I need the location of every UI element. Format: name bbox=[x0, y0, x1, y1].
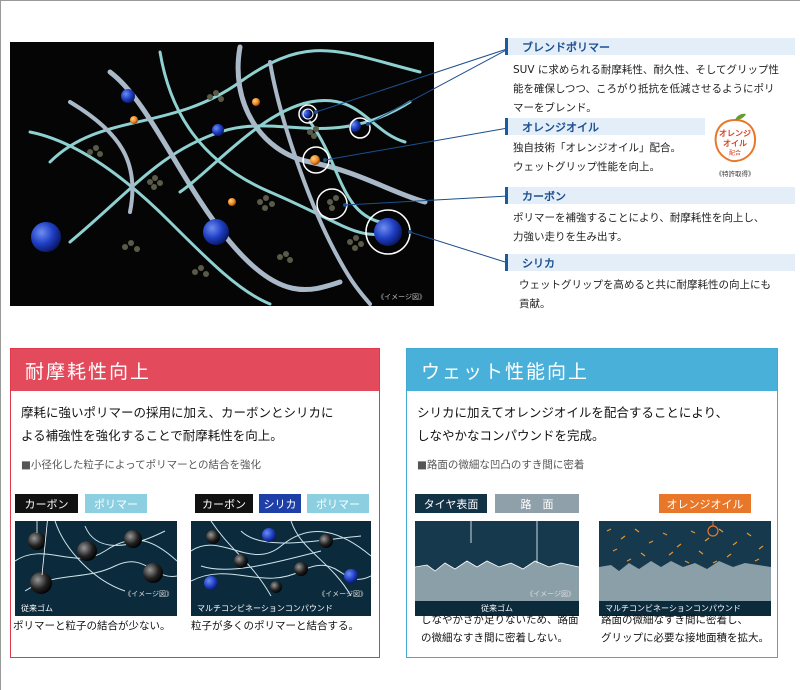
caption-conventional: 従来ゴム bbox=[415, 601, 579, 616]
panel-title: 耐摩耗性向上 bbox=[11, 349, 379, 391]
diagram-svg bbox=[191, 521, 371, 597]
feature-line: 貢献。 bbox=[519, 298, 551, 310]
lead-line: しなやかなコンパウンドを完成。 bbox=[417, 428, 605, 443]
feature-line: ウェットグリップ性能を向上。 bbox=[513, 161, 660, 173]
feature-line: マーをブレンド。 bbox=[513, 102, 597, 114]
diagram-wet-multi-compound bbox=[599, 521, 771, 601]
caption-multi-compound: マルチコンビネーションコンパウンド bbox=[599, 601, 771, 616]
feature-line: ポリマーを補強することにより、耐摩耗性を向上し、 bbox=[513, 212, 765, 224]
feature-title: ブレンドポリマー bbox=[522, 40, 610, 54]
diagram-svg bbox=[599, 521, 771, 601]
diagram-wet-conventional: 《イメージ図》 bbox=[415, 521, 579, 601]
patent-label: 《特許取得》 bbox=[715, 170, 755, 178]
diagram-svg bbox=[415, 521, 579, 601]
caption-multi-compound: マルチコンビネーションコンパウンド bbox=[191, 601, 371, 616]
feature-blend-polymer: ブレンドポリマー SUV に求められる耐摩耗性、耐久性、そしてグリップ性 能を確… bbox=[505, 38, 795, 118]
feature-heading: ブレンドポリマー bbox=[505, 38, 795, 55]
wear-resistance-panel: 耐摩耗性向上 摩耗に強いポリマーの採用に加え、カーボンとシリカに よる補強性を強… bbox=[10, 348, 380, 658]
feature-carbon: カーボン ポリマーを補強することにより、耐摩耗性を向上し、 力強い走りを生み出す… bbox=[505, 187, 795, 247]
feature-orange-oil: オレンジオイル 独自技術「オレンジオイル」配合。 ウェットグリップ性能を向上。 bbox=[505, 118, 705, 177]
image-note: 《イメージ図》 bbox=[526, 590, 575, 598]
tag-polymer: ポリマー bbox=[85, 494, 147, 513]
feature-silica: シリカ ウェットグリップを高めると共に耐摩耗性の向上にも 貢献。 bbox=[505, 254, 795, 314]
feature-body: 独自技術「オレンジオイル」配合。 ウェットグリップ性能を向上。 bbox=[505, 139, 705, 177]
text-conventional: ポリマーと粒子の結合が少ない。 bbox=[13, 620, 171, 632]
tag-silica: シリカ bbox=[259, 494, 301, 513]
feature-body: ポリマーを補強することにより、耐摩耗性を向上し、 力強い走りを生み出す。 bbox=[505, 209, 795, 247]
panel-lead: 摩耗に強いポリマーの採用に加え、カーボンとシリカに よる補強性を強化することで耐… bbox=[11, 391, 379, 447]
tag-carbon: カーボン bbox=[15, 494, 78, 513]
orange-icon: オレンジ オイル 配合 bbox=[714, 113, 757, 163]
text-line: しなやかさが足りないため、路面 bbox=[421, 614, 579, 626]
image-note: 《イメージ図》 bbox=[124, 590, 173, 598]
feature-title: シリカ bbox=[522, 256, 555, 270]
tag-road-surface: 路 面 bbox=[495, 494, 579, 513]
feature-title: オレンジオイル bbox=[522, 120, 599, 134]
lead-line: シリカに加えてオレンジオイルを配合することにより、 bbox=[417, 405, 729, 420]
text-wet-conventional: しなやかさが足りないため、路面 の微細なすき間に密着しない。 bbox=[421, 611, 579, 647]
diagram-conventional: 《イメージ図》 bbox=[15, 521, 177, 601]
feature-line: ウェットグリップを高めると共に耐摩耗性の向上にも bbox=[519, 279, 771, 291]
feature-title: カーボン bbox=[522, 189, 566, 203]
feature-heading: オレンジオイル bbox=[505, 118, 705, 135]
feature-body: SUV に求められる耐摩耗性、耐久性、そしてグリップ性 能を確保しつつ、ころがり… bbox=[505, 61, 795, 118]
tag-tire-surface: タイヤ表面 bbox=[415, 494, 487, 513]
text-wet-multi-compound: 路面の微細なすき間に密着し、 グリップに必要な接地面積を拡大。 bbox=[601, 611, 769, 647]
feature-heading: カーボン bbox=[505, 187, 795, 204]
tag-carbon: カーボン bbox=[195, 494, 253, 513]
text-line: 路面の微細なすき間に密着し、 bbox=[601, 614, 748, 626]
tag-orange-oil: オレンジオイル bbox=[659, 494, 751, 513]
text-multi-compound: 粒子が多くのポリマーと結合する。 bbox=[191, 620, 359, 632]
orange-oil-badge: オレンジ オイル 配合 《特許取得》 bbox=[710, 112, 760, 178]
panel-lead: シリカに加えてオレンジオイルを配合することにより、 しなやかなコンパウンドを完成… bbox=[407, 391, 777, 447]
feature-line: SUV に求められる耐摩耗性、耐久性、そしてグリップ性 bbox=[513, 64, 780, 76]
badge-line: オレンジ bbox=[719, 129, 751, 138]
feature-line: 独自技術「オレンジオイル」配合。 bbox=[513, 142, 681, 154]
feature-body: ウェットグリップを高めると共に耐摩耗性の向上にも 貢献。 bbox=[505, 276, 795, 314]
lead-line: よる補強性を強化することで耐摩耗性を向上。 bbox=[21, 428, 283, 443]
panel-title: ウェット性能向上 bbox=[407, 349, 777, 391]
caption-conventional: 従来ゴム bbox=[15, 601, 177, 616]
panel-subheading: ■小径化した粒子によってポリマーとの結合を強化 bbox=[21, 459, 261, 471]
feature-heading: シリカ bbox=[505, 254, 795, 271]
panel-subheading: ■路面の微細な凹凸のすき間に密着 bbox=[417, 459, 585, 471]
image-note: 《イメージ図》 bbox=[318, 590, 367, 598]
text-line: グリップに必要な接地面積を拡大。 bbox=[601, 632, 769, 644]
text-line: の微細なすき間に密着しない。 bbox=[421, 632, 568, 644]
diagram-multi-compound: 《イメージ図》 bbox=[191, 521, 371, 601]
feature-line: 力強い走りを生み出す。 bbox=[513, 231, 628, 243]
compound-illustration-svg bbox=[28, 44, 428, 306]
badge-line: オイル bbox=[723, 139, 747, 148]
badge-line: 配合 bbox=[729, 149, 741, 157]
tag-polymer: ポリマー bbox=[307, 494, 369, 513]
feature-line: 能を確保しつつ、ころがり抵抗を低減させるようにポリ bbox=[513, 83, 775, 95]
lead-line: 摩耗に強いポリマーの採用に加え、カーボンとシリカに bbox=[21, 405, 334, 420]
image-note: 《イメージ図》 bbox=[377, 293, 426, 301]
diagram-svg bbox=[15, 521, 177, 594]
compound-illustration: 《イメージ図》 bbox=[10, 42, 434, 306]
wet-performance-panel: ウェット性能向上 シリカに加えてオレンジオイルを配合することにより、 しなやかな… bbox=[406, 348, 778, 658]
